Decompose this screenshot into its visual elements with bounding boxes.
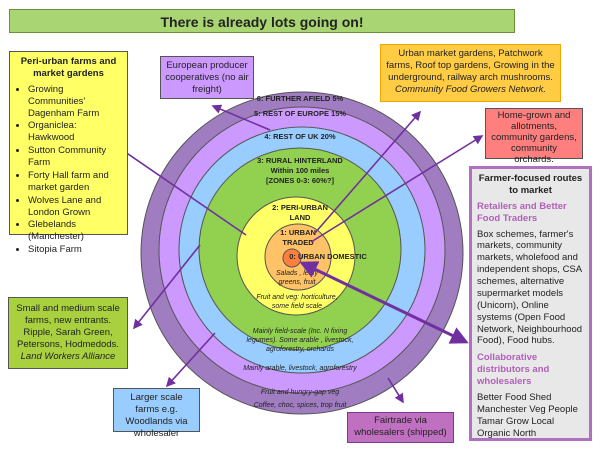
peri-urban-box: Peri-urban farms and market gardens Grow… — [9, 51, 128, 255]
ring-4-label: 4: REST OF UK 20% — [264, 132, 336, 141]
ring-1-desc-2: greens, fruit — [279, 279, 317, 286]
larger-farms-box: Larger scale farms e.g. Woodlands via wh… — [113, 388, 200, 439]
urban-gardens-text: Urban market gardens, Patchwork farms, R… — [386, 48, 555, 83]
arrow-larger-farms — [165, 332, 216, 388]
ring-2-label-2: LAND — [290, 213, 311, 222]
page-title: There is already lots going on! — [9, 9, 515, 33]
distributor-item: Manchester Veg People — [477, 403, 578, 415]
ring-0-urban-domestic — [282, 248, 302, 268]
peri-urban-list: Growing Communities' Dagenham Farm Organ… — [16, 84, 121, 256]
ring-3-label: 3: RURAL HINTERLAND — [257, 156, 343, 165]
ring-0-label: 0: URBAN DOMESTIC — [289, 252, 367, 261]
ring-3-sub: Within 100 miles — [271, 166, 330, 175]
ring-2-label: 2: PERI-URBAN — [272, 203, 328, 212]
small-farms-text: Small and medium scale farms, new entran… — [16, 303, 120, 350]
distributor-item: Better Food Shed — [477, 391, 552, 403]
ring-1-label: 1: URBAN — [280, 228, 316, 237]
arrow-peri-urban — [113, 144, 247, 236]
ring-6-label: 6: FURTHER AFIELD 5% — [257, 94, 344, 103]
list-item: Growing Communities' Dagenham Farm — [28, 84, 121, 120]
retailers-text: Box schemes, farmer's markets, community… — [477, 228, 583, 347]
retailers-subheading: Retailers and Better Food Traders — [477, 200, 567, 224]
ring-3-desc-3: agroforestry, orchards — [266, 346, 334, 353]
ring-3-desc-2: legumes). Some arable , livestock, — [247, 337, 354, 344]
fairtrade-box: Fairtrade via wholesalers (shipped) — [347, 412, 454, 443]
farmer-routes-heading: Farmer-focused routes to market — [478, 173, 583, 196]
arrow-farmer-routes — [299, 261, 469, 344]
urban-gardens-network: Community Food Growers Network. — [395, 83, 546, 95]
urban-gardens-box: Urban market gardens, Patchwork farms, R… — [380, 44, 561, 102]
list-item: Organiclea: Hawkwood — [28, 120, 121, 144]
ring-5-label: 5: REST OF EUROPE 15% — [254, 109, 346, 118]
peri-urban-heading: Peri-urban farms and market gardens — [20, 56, 117, 79]
small-farms-alliance: Land Workers Alliance — [20, 350, 116, 362]
arrow-fairtrade — [387, 377, 404, 404]
arrow-home-grown — [310, 135, 484, 243]
arrow-urban-traded — [314, 110, 422, 234]
ring-4-desc: Mainly arable, livestock, agroforestry — [243, 365, 357, 372]
farmer-routes-box: Farmer-focused routes to market Retailer… — [469, 166, 592, 441]
list-item: Forty Hall farm and market garden — [28, 170, 121, 194]
list-item: Wolves Lane and London Grown — [28, 195, 121, 219]
ring-3-share: [ZONES 0-3: 60%?] — [266, 176, 334, 185]
home-grown-box: Home-grown and allotments, community gar… — [485, 108, 583, 165]
ring-6-desc: Coffee, choc, spices, trop fruit — [254, 402, 348, 409]
arrow-small-farms — [133, 244, 201, 330]
ring-3-desc: Mainly field-scale (Inc. N fixing — [253, 328, 348, 335]
ring-2-desc: Fruit and veg: horticulture, — [256, 294, 337, 301]
list-item: Glebelands (Manchester) — [28, 219, 121, 243]
small-farms-box: Small and medium scale farms, new entran… — [8, 297, 128, 369]
arrow-euro — [211, 104, 271, 131]
ring-1-desc: Salads , leafy — [276, 270, 319, 277]
ring-2-desc-2: some field scale — [272, 303, 322, 310]
distributors-subheading: Collaborative distributors and wholesale… — [477, 352, 550, 387]
list-item: Sutton Community Farm — [28, 145, 121, 169]
list-item: Sitopia Farm — [28, 244, 121, 256]
distributor-item: Tamar Grow Local — [477, 415, 555, 427]
european-cooperatives-box: European producer cooperatives (no air f… — [160, 56, 254, 99]
ring-1-label-2: TRADED — [282, 238, 314, 247]
distributor-item: Organic North — [477, 427, 537, 439]
ring-5-desc: Fruit and hungry-gap veg — [261, 389, 339, 396]
